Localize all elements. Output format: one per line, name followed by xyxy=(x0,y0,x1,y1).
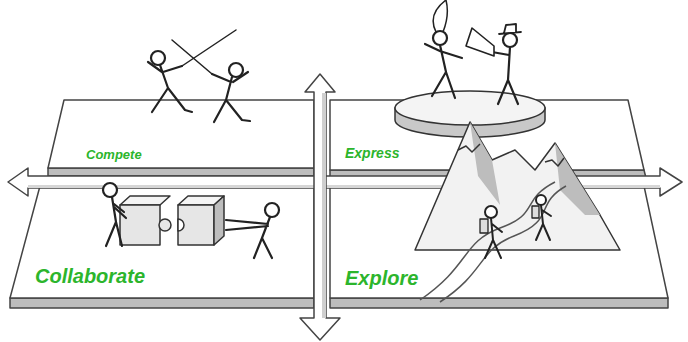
stage-top xyxy=(395,91,545,125)
plate-face xyxy=(330,186,668,298)
mountain xyxy=(415,122,620,250)
fencer-sword xyxy=(172,40,212,74)
puzzle-top xyxy=(120,196,170,205)
fencer-body xyxy=(212,72,250,122)
quadrant-label: Express xyxy=(345,146,399,160)
quadrant-plate: Collaborate xyxy=(6,182,326,317)
plate-edge xyxy=(48,168,314,176)
quadrant-plate: Compete xyxy=(40,98,326,180)
dancer-head xyxy=(433,31,447,45)
plate-face xyxy=(10,186,314,298)
quadrant-label: Compete xyxy=(86,148,142,161)
mountain-shade xyxy=(470,122,600,215)
pusher-body xyxy=(106,197,126,246)
fencer-sword xyxy=(182,30,236,66)
plate-face xyxy=(330,100,644,170)
speaker-body xyxy=(492,47,518,104)
quadrant-label: Collaborate xyxy=(35,266,145,286)
fencer-head xyxy=(229,63,243,77)
stage-sketch xyxy=(395,91,545,137)
plate-outline xyxy=(328,98,650,182)
quadrant-label: Explore xyxy=(345,268,418,288)
plate-face xyxy=(48,100,314,168)
performers-sketch xyxy=(425,0,521,104)
quadrant-plate: Express xyxy=(328,98,650,182)
hiker-body xyxy=(485,218,502,258)
fencers-sketch xyxy=(148,30,250,122)
horizontal-axis-arrow xyxy=(8,168,682,196)
axis-arrows xyxy=(8,74,682,340)
puzzle-sketch xyxy=(120,196,224,245)
hikers-sketch xyxy=(480,195,551,258)
speaker-head xyxy=(503,33,517,47)
mountains-sketch xyxy=(415,122,620,302)
feather-headdress xyxy=(433,0,447,32)
plate-edge xyxy=(330,170,646,178)
snow-line xyxy=(458,144,564,166)
speaker-hat xyxy=(499,24,521,34)
fencer-body xyxy=(148,62,192,112)
puzzle-top xyxy=(178,196,224,205)
stage-side xyxy=(395,108,545,137)
fencer-head xyxy=(151,51,165,65)
backpack xyxy=(480,219,488,233)
pusher-body xyxy=(226,217,272,258)
puzzle-knob xyxy=(159,219,171,231)
vertical-axis-shade xyxy=(322,93,326,318)
plate-outline xyxy=(328,182,674,317)
pushers-sketch xyxy=(103,183,279,258)
pusher-head xyxy=(103,183,117,197)
plate-edge xyxy=(10,298,314,308)
hiker-body xyxy=(536,205,551,240)
hiker-head xyxy=(536,195,546,205)
vertical-axis-arrow xyxy=(300,74,340,340)
puzzle-side xyxy=(214,196,224,245)
puzzle-piece xyxy=(178,205,214,245)
horizontal-axis-shade xyxy=(28,185,660,188)
dancer-body xyxy=(425,44,462,98)
plate-outline xyxy=(6,182,326,317)
plate-outline xyxy=(40,98,326,180)
puzzle-piece xyxy=(120,205,160,245)
megaphone xyxy=(466,28,494,56)
hiker-head xyxy=(485,206,497,218)
pusher-head xyxy=(265,203,279,217)
backpack xyxy=(532,206,539,218)
quadrant-plate: Explore xyxy=(328,182,674,317)
trail xyxy=(420,182,566,302)
plate-edge xyxy=(330,298,668,308)
puzzle-notch xyxy=(178,219,184,231)
